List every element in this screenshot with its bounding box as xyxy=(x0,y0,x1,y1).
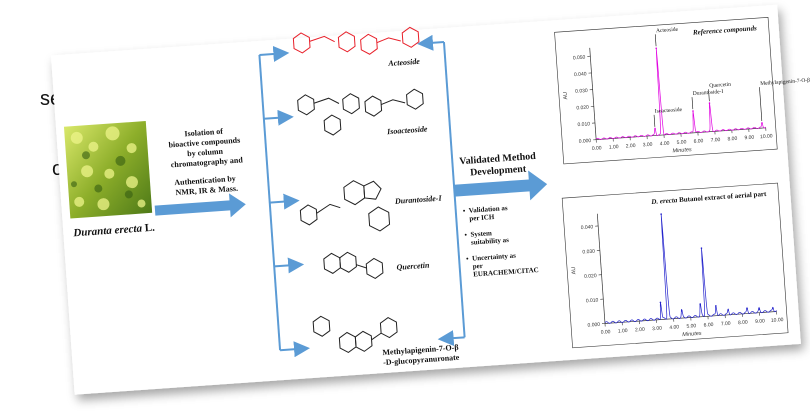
extract-chromatogram: 0.00 1.00 2.00 3.00 4.00 5.00 6.00 7.00 8.00 9.00… xyxy=(561,182,789,349)
svg-text:per: per xyxy=(472,262,483,271)
peak-point xyxy=(758,308,760,310)
x-tick-label: 2.00 xyxy=(635,327,645,334)
peak-point xyxy=(655,47,658,50)
x-tick-label: 8.00 xyxy=(727,136,737,143)
peak-point xyxy=(692,110,694,112)
compound-label-durantoside: Durantoside-I xyxy=(394,194,443,206)
x-tick-label: 6.00 xyxy=(693,138,703,145)
reference-chromatogram: 0.00 1.00 2.00 3.00 4.00 5.00 6.00 7.00 8.00 9.00… xyxy=(554,17,810,165)
peak-point xyxy=(660,213,662,215)
x-tick-label: 10.00 xyxy=(771,317,784,324)
y-axis xyxy=(589,47,597,140)
trace-line xyxy=(604,213,777,324)
trace-line xyxy=(595,47,766,140)
svg-text:Validation as: Validation as xyxy=(469,204,509,215)
y-tick-label: 0.030 xyxy=(582,249,595,256)
y-tick-label: 0.010 xyxy=(586,297,599,304)
y-tick-label: 0.040 xyxy=(581,224,594,231)
x-tick-label: 2.00 xyxy=(626,143,636,150)
y-tick-label: 0.040 xyxy=(574,71,587,78)
annotation-label: Quercetin xyxy=(709,82,731,90)
structure-durantoside xyxy=(299,180,391,232)
y-axis-label: AU xyxy=(563,92,570,100)
peak-point xyxy=(772,307,774,309)
x-tick-label: 0.00 xyxy=(601,329,611,336)
structure-acteoside xyxy=(292,26,420,55)
x-axis-label: Minutes xyxy=(682,331,702,338)
x-tick-label: 8.00 xyxy=(738,320,748,327)
compound-label-acteoside: Acteoside xyxy=(387,57,421,68)
chart-frame xyxy=(561,182,789,349)
annotation-arrow xyxy=(653,114,656,127)
x-tick-label: 3.00 xyxy=(652,326,662,333)
peak-point xyxy=(699,303,702,306)
y-axis xyxy=(596,213,606,324)
annotation-arrow xyxy=(708,89,710,102)
compound-label-quercetin: Quercetin xyxy=(396,261,430,272)
compound-label-methylapigenin: Methylapigenin-7-O-β -D-glucopyranuronat… xyxy=(382,343,461,367)
plant-name: Duranta erecta L. xyxy=(72,222,155,240)
y-tick-label: 0.000 xyxy=(587,322,600,329)
chart-frame xyxy=(554,17,778,165)
annotation-label: Acteoside xyxy=(656,27,679,35)
annotation-label: Isoacteoside xyxy=(655,107,683,115)
authentication-text: Authentication by NMR, IR & Mass. xyxy=(174,174,239,197)
svg-text:per ICH: per ICH xyxy=(469,213,495,223)
svg-text:•: • xyxy=(464,231,468,239)
x-tick-label: 7.00 xyxy=(710,137,720,144)
x-tick-label: 4.00 xyxy=(669,324,679,331)
peak-point xyxy=(659,301,662,304)
peak-point xyxy=(700,247,703,249)
annotation-label: Durantoside-I xyxy=(693,89,724,97)
y-tick-label: 0.030 xyxy=(575,88,588,95)
y-tick-label: 0.020 xyxy=(584,273,597,280)
peak-point xyxy=(680,309,683,312)
x-tick-label: 1.00 xyxy=(609,144,619,151)
compound-bracket-left xyxy=(258,45,310,358)
isolation-arrow xyxy=(154,193,246,218)
x-tick-label: 3.00 xyxy=(643,142,653,149)
method-arrow xyxy=(453,170,548,201)
svg-text:Uncertainty as: Uncertainty as xyxy=(472,252,516,263)
peak-point xyxy=(727,309,729,311)
x-axis-label: Minutes xyxy=(672,147,692,154)
x-tick-label: 1.00 xyxy=(618,328,628,335)
peak-point xyxy=(708,102,711,105)
x-tick-label: 0.00 xyxy=(592,145,602,152)
x-tick-label: 6.00 xyxy=(704,322,714,329)
svg-text:•: • xyxy=(466,255,470,263)
peak-point xyxy=(761,122,763,124)
peak-point xyxy=(746,307,748,310)
peak-point xyxy=(654,128,656,130)
structure-isoacteoside xyxy=(297,88,424,136)
annotation-arrow xyxy=(759,87,763,122)
peak-point xyxy=(715,305,717,307)
structure-methylapigenin xyxy=(312,315,398,354)
annotation-arrow xyxy=(691,97,694,110)
svg-text:•: • xyxy=(463,207,467,215)
svg-text:System: System xyxy=(470,229,492,238)
compound-label-isoacteoside: Isoacteoside xyxy=(386,124,428,136)
x-tick-label: 5.00 xyxy=(677,139,687,146)
y-tick-label: 0.010 xyxy=(577,121,590,128)
x-tick-label: 7.00 xyxy=(721,321,731,328)
y-tick-label: 0.020 xyxy=(576,105,589,112)
method-title: Validated Method Development xyxy=(459,151,540,179)
x-tick-label: 5.00 xyxy=(686,323,696,330)
y-tick-label: 0.000 xyxy=(579,138,592,145)
annotation-arrow xyxy=(654,34,657,47)
plant-photo xyxy=(63,121,153,219)
x-tick-label: 9.00 xyxy=(755,318,765,325)
svg-text:suitability as: suitability as xyxy=(471,236,510,247)
y-axis-label: AU xyxy=(571,266,578,274)
x-tick-label: 9.00 xyxy=(744,135,754,142)
x-tick-label: 10.00 xyxy=(760,133,773,140)
x-tick-label: 4.00 xyxy=(660,141,670,148)
y-tick-label: 0.050 xyxy=(573,55,586,62)
structure-quercetin xyxy=(323,251,384,279)
